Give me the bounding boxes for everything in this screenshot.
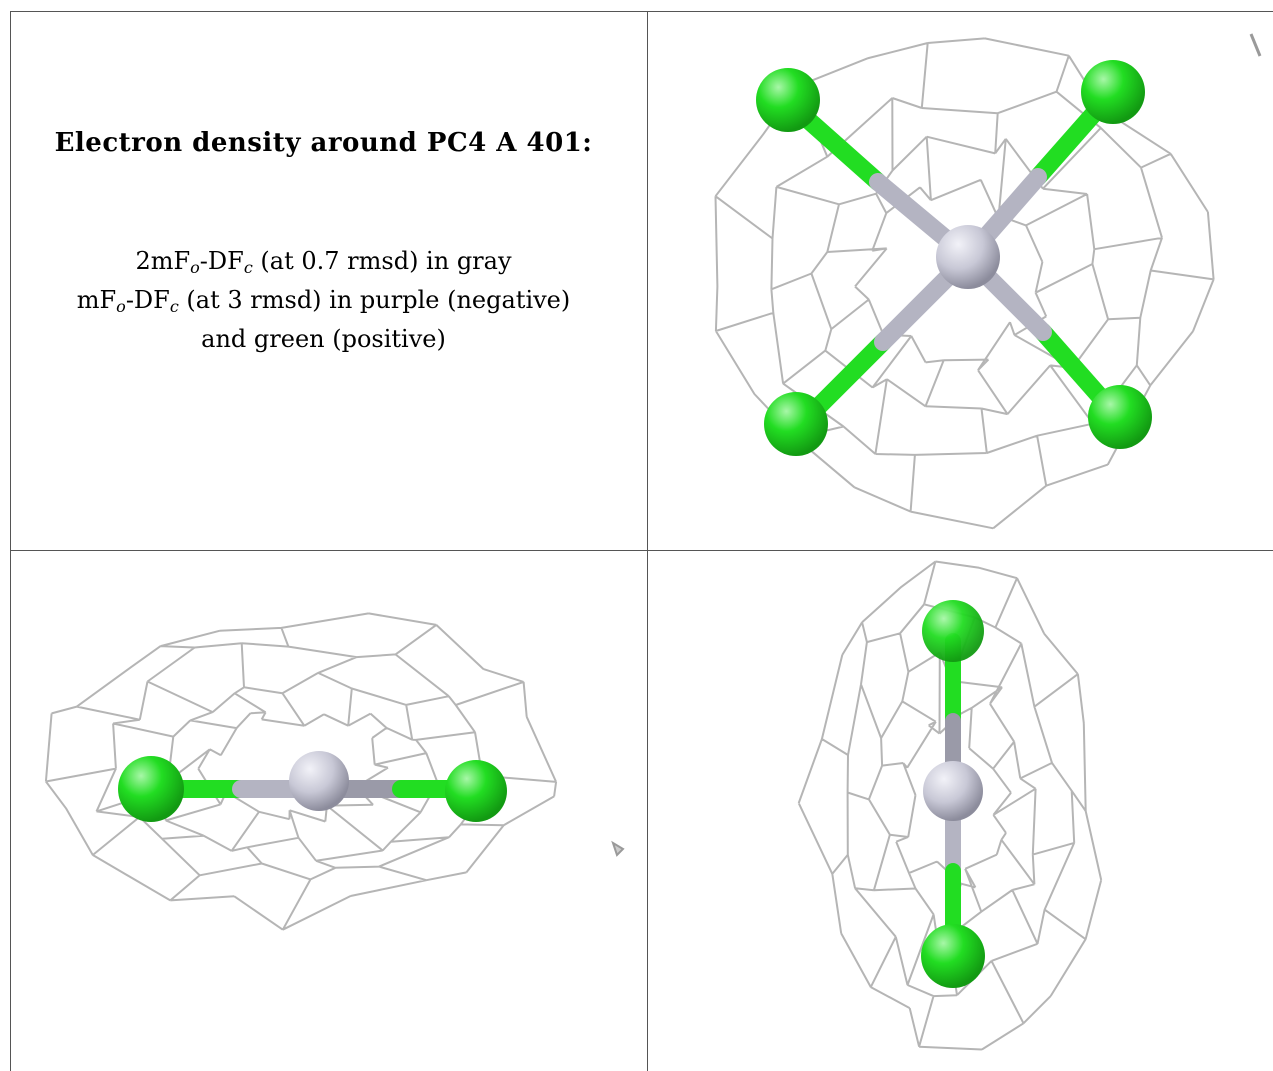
figure-title: Electron density around PC4 A 401: (54, 128, 593, 158)
grid-left-border (10, 11, 11, 1071)
chlorine-atom-icon (118, 756, 184, 822)
caption-panel: Electron density around PC4 A 401: 2mFo-… (0, 0, 647, 550)
molecule-view-end (797, 560, 1103, 1051)
view-bottom-left (11, 551, 647, 1071)
view-bottom-right (648, 551, 1273, 1071)
mesh-icon (44, 612, 558, 931)
chlorine-atom-icon (1088, 385, 1152, 449)
grid-top-border (10, 11, 1273, 12)
chlorine-atom-icon (756, 68, 820, 132)
stray-mesh-fragment (611, 840, 625, 857)
mesh-wire (44, 612, 558, 931)
chlorine-atom-icon (764, 392, 828, 456)
chlorine-atom-icon (445, 760, 507, 822)
platinum-atom-icon (289, 751, 349, 811)
legend-line-positive: and green (positive) (201, 325, 446, 353)
grid-middle-divider (10, 550, 1273, 551)
legend-line-gray: 2mFo-DFc (at 0.7 rmsd) in gray (135, 247, 512, 277)
molecule-view-side (44, 612, 625, 931)
platinum-atom-icon (923, 761, 983, 821)
chlorine-atom-icon (921, 924, 985, 988)
chlorine-atom-icon (1081, 60, 1145, 124)
grid-center-divider (647, 11, 648, 1071)
legend-line-difference: mFo-DFc (at 3 rmsd) in purple (negative) (76, 286, 571, 316)
view-top-right (648, 12, 1273, 550)
platinum-atom-icon (936, 225, 1000, 289)
chlorine-atom-icon (922, 600, 984, 662)
stray-mesh-fragment (1249, 33, 1262, 57)
figure-description: 2mFo-DFc (at 0.7 rmsd) in gray mFo-DFc (… (0, 242, 647, 359)
molecule-view-top (714, 33, 1262, 530)
